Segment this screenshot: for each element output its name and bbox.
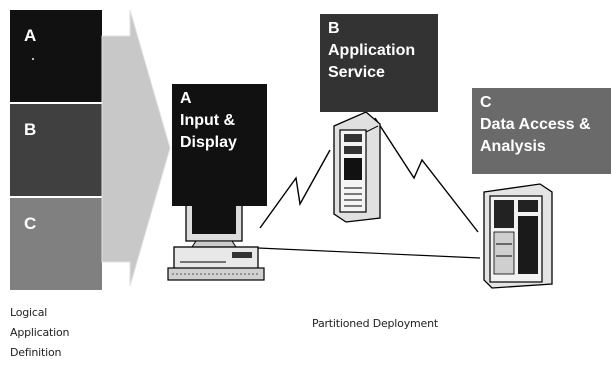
mainframe-server-icon <box>483 183 553 289</box>
desktop-computer-icon <box>167 196 265 281</box>
logical-block-c: C <box>10 198 102 290</box>
tier-a-line1: Input & <box>180 112 236 129</box>
tier-b-letter: B <box>328 20 340 37</box>
tier-c-line2: Analysis <box>480 138 546 155</box>
tier-b-label-box: B Application Service <box>320 14 438 112</box>
tier-b-line1: Application <box>328 42 416 59</box>
tier-a-letter: A <box>180 90 192 107</box>
tier-a-label-box: A Input & Display <box>172 84 267 206</box>
partitioned-deployment-caption: Partitioned Deployment <box>312 317 438 330</box>
caption-left-line3: Definition <box>10 346 62 359</box>
logical-block-a-label: A <box>24 26 37 45</box>
caption-left-line1: Logical <box>10 306 48 319</box>
tower-server-icon <box>333 111 381 223</box>
caption-left-line2: Application <box>10 326 70 339</box>
block-a-dot <box>32 58 34 60</box>
logical-block-a: A <box>10 10 102 102</box>
lightning-link-icon <box>374 117 479 233</box>
logical-block-c-label: C <box>24 214 37 233</box>
logical-block-b-label: B <box>24 120 37 139</box>
network-line <box>257 247 481 259</box>
logical-block-b: B <box>10 104 102 196</box>
tier-b-line2: Service <box>328 64 385 81</box>
logical-definition-caption: Logical Application Definition <box>10 303 69 363</box>
tier-c-letter: C <box>480 94 492 111</box>
tier-c-line1: Data Access & <box>480 116 591 133</box>
lightning-link-icon <box>259 149 331 229</box>
tier-a-line2: Display <box>180 134 237 151</box>
partition-arrow <box>101 9 171 287</box>
tier-c-label-box: C Data Access & Analysis <box>472 88 611 174</box>
